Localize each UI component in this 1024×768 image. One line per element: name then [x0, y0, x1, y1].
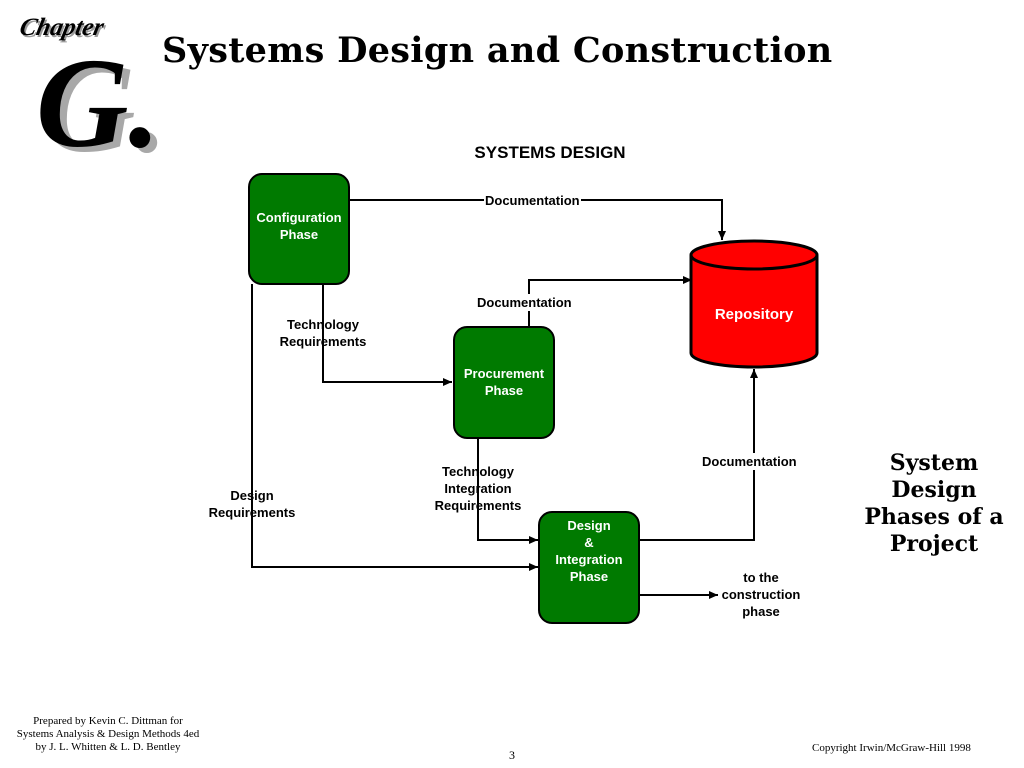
- copyright-notice: Copyright Irwin/McGraw-Hill 1998: [812, 742, 971, 754]
- edge-label-line: Technology: [442, 464, 514, 479]
- node-label-line: Configuration: [256, 210, 342, 225]
- edge-config-to-repository: [350, 199, 726, 240]
- node-label-line: Integration: [555, 552, 623, 567]
- node-label-line: Design: [567, 518, 611, 533]
- node-label-line: Phase: [569, 569, 609, 584]
- edge-label-line: Design: [230, 488, 274, 503]
- edge-label-line: to the: [743, 570, 779, 585]
- edge-label-line: Technology: [287, 317, 359, 332]
- footer-credit-line: Prepared by Kevin C. Dittman for: [33, 715, 183, 727]
- repository-label: Repository: [714, 306, 794, 323]
- procurement-phase-node: Procurement Phase: [453, 326, 555, 439]
- edge-label-to-construction: to the construction phase: [716, 569, 806, 620]
- edge-label-design-requirements: Design Requirements: [204, 487, 300, 521]
- edge-label-line: Integration: [444, 481, 512, 496]
- node-label-line: Phase: [484, 383, 524, 398]
- page-number: 3: [509, 748, 515, 762]
- edge-label-line: phase: [742, 604, 780, 619]
- footer-credits: Prepared by Kevin C. Dittman for Systems…: [0, 715, 216, 754]
- edge-label-line: construction: [721, 587, 801, 602]
- node-label-line: Procurement: [463, 366, 545, 381]
- page-title: Systems Design and Construction: [162, 30, 833, 71]
- edge-label-documentation-design: Documentation: [702, 453, 797, 470]
- side-title-line: Phases of a: [864, 504, 1004, 530]
- side-title-line: Project: [889, 531, 979, 557]
- side-title: System Design Phases of a Project: [848, 450, 1020, 558]
- node-label-line: Phase: [279, 227, 319, 242]
- design-integration-phase-node: Design & Integration Phase: [538, 511, 640, 624]
- side-title-line: System: [889, 450, 979, 476]
- side-title-line: Design: [891, 477, 977, 503]
- configuration-phase-node: Configuration Phase: [248, 173, 350, 285]
- edge-label-documentation-procurement: Documentation: [477, 294, 572, 311]
- edge-label-line: Requirements: [434, 498, 522, 513]
- edge-procurement-to-design: [477, 438, 538, 544]
- edge-label-documentation-top: Documentation: [484, 192, 581, 209]
- footer-credit-line: Systems Analysis & Design Methods 4ed: [16, 728, 200, 740]
- edge-label-technology-integration-requirements: Technology Integration Requirements: [430, 463, 526, 514]
- edge-design-to-repository: [640, 369, 758, 541]
- diagram-title: SYSTEMS DESIGN: [474, 143, 626, 162]
- footer-credit-line: by J. L. Whitten & L. D. Bentley: [35, 741, 181, 753]
- edge-config-to-procurement: [322, 284, 452, 386]
- edge-label-line: Requirements: [208, 505, 296, 520]
- chapter-letter-logo: G.: [36, 32, 161, 174]
- node-label-line: &: [584, 535, 594, 550]
- edge-label-technology-requirements: Technology Requirements: [277, 316, 369, 350]
- repository-cylinder: [689, 239, 819, 369]
- edge-label-line: Requirements: [279, 334, 367, 349]
- edge-config-to-design: [251, 284, 538, 571]
